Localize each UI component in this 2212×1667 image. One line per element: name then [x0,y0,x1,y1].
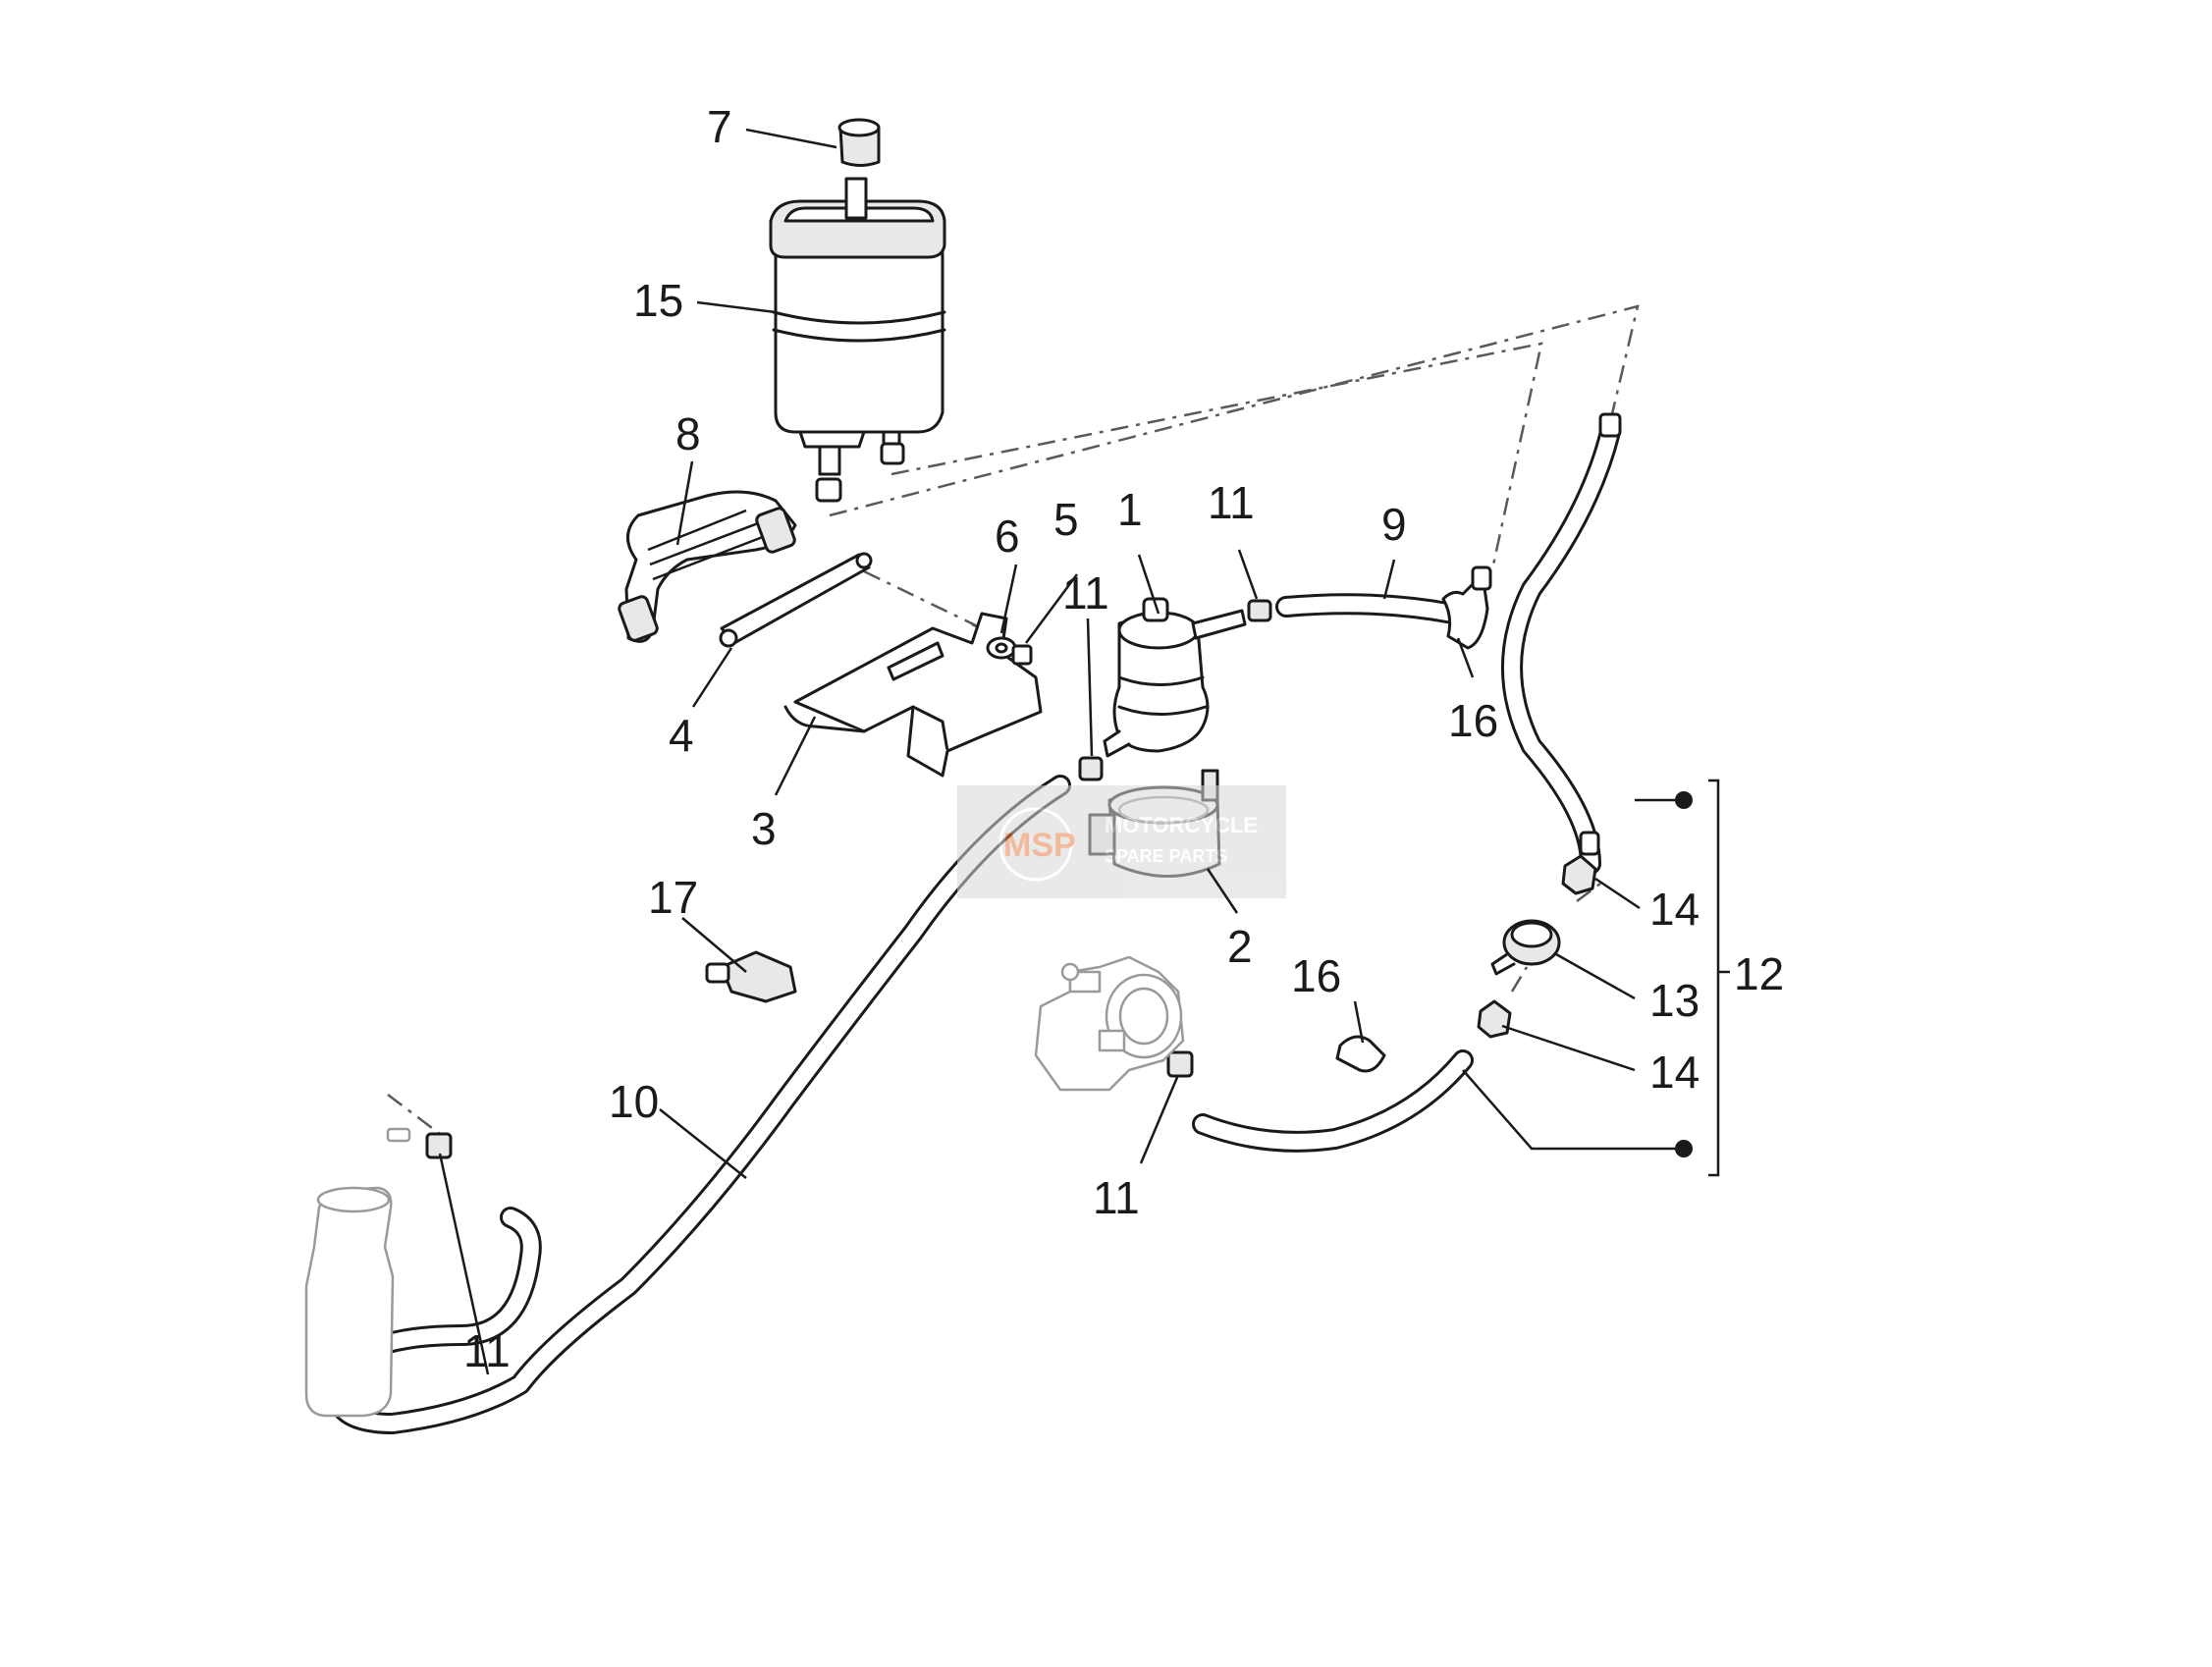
support-rod [719,552,873,648]
callout-3: 3 [751,803,777,854]
callout-11-top: 11 [1208,477,1255,528]
group-marker-bottom [1675,1140,1693,1157]
callout-13: 13 [1649,975,1699,1026]
callout-1: 1 [1117,484,1143,535]
check-valve [1490,919,1561,976]
group-marker-top [1675,791,1693,809]
hose-9 [1275,565,1492,650]
intake-pipe [304,1127,411,1418]
callout-4: 4 [669,710,694,761]
charcoal-canister [769,177,946,476]
hose-10 [325,775,1071,1434]
throttle-body [1034,955,1185,1092]
callout-6: 6 [995,511,1020,562]
callout-10: 10 [609,1076,659,1127]
nut [1011,644,1033,666]
watermark-logo: MSP [1003,827,1076,864]
callout-12: 12 [1734,948,1784,999]
hose-connector [1477,854,1597,1039]
watermark-line1: MOTORCYCLE [1105,813,1258,837]
washer [986,636,1017,660]
callout-labels: 7 15 8 6 5 1 11 9 11 4 16 3 17 2 14 16 1… [463,101,1784,1376]
callout-11-filter: 11 [1062,567,1109,618]
callout-8: 8 [675,408,701,459]
fuel-filter [1103,597,1247,758]
callout-14-bottom: 14 [1649,1047,1699,1098]
callout-2: 2 [1227,921,1253,972]
hose-12-upper [1501,412,1622,875]
callout-9: 9 [1381,499,1407,550]
callout-17: 17 [648,872,698,923]
callout-7: 7 [707,101,732,152]
leader-lines [438,128,1730,1375]
top-cap [837,118,881,167]
callout-14-top: 14 [1649,884,1699,935]
canister-caps [815,442,905,503]
callout-16-grommet: 16 [1291,950,1341,1001]
hose-clip [425,599,1272,1159]
callout-16-top: 16 [1448,695,1498,746]
grommet [1335,1035,1386,1073]
watermark: MSP MOTORCYCLE SPARE PARTS [957,785,1286,898]
watermark-line2: SPARE PARTS [1105,846,1227,866]
hose-12-lower [1192,1049,1474,1153]
rubber-strap [618,490,797,643]
callout-15: 15 [633,275,683,326]
callout-11-throttle: 11 [1093,1172,1140,1223]
sensor [705,950,797,1003]
callout-11-intake: 11 [463,1325,511,1376]
callout-5: 5 [1053,494,1079,545]
mounting-bracket [783,612,1043,778]
